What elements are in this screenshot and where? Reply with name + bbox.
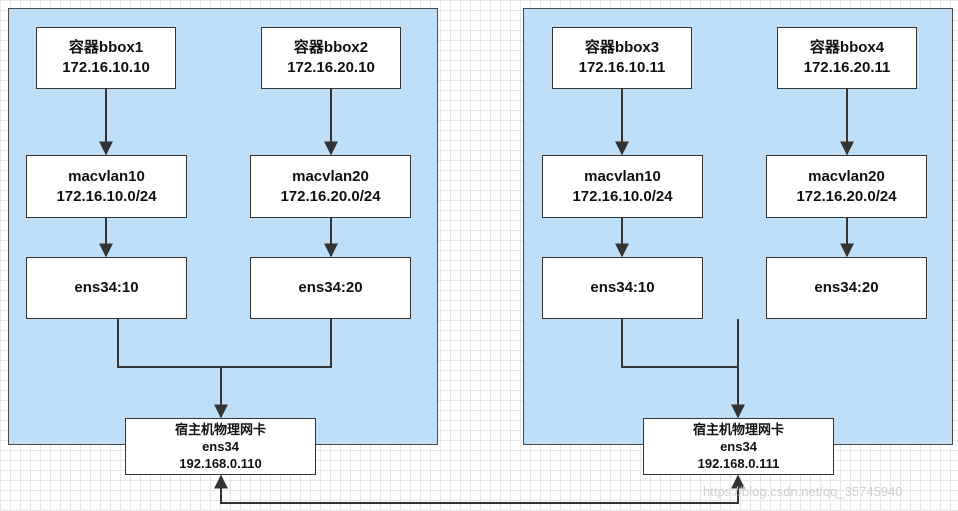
nic-ip: 192.168.0.111: [697, 456, 780, 471]
subif-name: ens34:10: [74, 279, 139, 296]
container-bbox4: 容器bbox4 172.16.20.11: [777, 27, 917, 89]
container-name: 容器bbox4: [809, 39, 885, 56]
physical-link: [214, 474, 745, 504]
container-bbox1: 容器bbox1 172.16.10.10: [36, 27, 176, 89]
nic-title: 宿主机物理网卡: [692, 422, 784, 437]
macvlan-subnet: 172.16.20.0/24: [796, 187, 897, 205]
macvlan-name: macvlan10: [68, 167, 145, 185]
container-name: 容器bbox1: [68, 39, 144, 56]
macvlan-name: macvlan20: [292, 167, 369, 185]
macvlan10-node: macvlan10 172.16.10.0/24: [542, 155, 703, 218]
macvlan10-node: macvlan10 172.16.10.0/24: [26, 155, 187, 218]
host-nic-1: 宿主机物理网卡 ens34 192.168.0.110: [125, 418, 316, 475]
macvlan20-node: macvlan20 172.16.20.0/24: [766, 155, 927, 218]
macvlan-subnet: 172.16.10.0/24: [56, 187, 157, 205]
macvlan-subnet: 172.16.20.0/24: [280, 187, 381, 205]
container-ip: 172.16.20.10: [287, 59, 375, 76]
link-subifs-host2: [621, 319, 739, 368]
macvlan-name: macvlan20: [808, 167, 885, 185]
macvlan-subnet: 172.16.10.0/24: [572, 187, 673, 205]
subif-ens34-20: ens34:20: [766, 257, 927, 319]
container-bbox2: 容器bbox2 172.16.20.10: [261, 27, 401, 89]
subif-ens34-10: ens34:10: [542, 257, 703, 319]
subif-name: ens34:10: [590, 279, 655, 296]
subif-ens34-10: ens34:10: [26, 257, 187, 319]
container-name: 容器bbox2: [293, 39, 369, 56]
nic-iface: ens34: [720, 439, 757, 454]
subif-name: ens34:20: [814, 279, 879, 296]
container-name: 容器bbox3: [584, 39, 660, 56]
subif-name: ens34:20: [298, 279, 363, 296]
macvlan-name: macvlan10: [584, 167, 661, 185]
container-ip: 172.16.20.11: [803, 59, 891, 76]
nic-ip: 192.168.0.110: [179, 456, 262, 471]
macvlan20-node: macvlan20 172.16.20.0/24: [250, 155, 411, 218]
container-ip: 172.16.10.10: [62, 59, 150, 76]
watermark: https://blog.csdn.net/qq_35745940: [703, 484, 903, 499]
link-subifs-host1: [117, 319, 332, 368]
container-bbox3: 容器bbox3 172.16.10.11: [552, 27, 692, 89]
nic-title: 宿主机物理网卡: [174, 422, 266, 437]
nic-iface: ens34: [202, 439, 239, 454]
host-nic-2: 宿主机物理网卡 ens34 192.168.0.111: [643, 418, 834, 475]
subif-ens34-20: ens34:20: [250, 257, 411, 319]
container-ip: 172.16.10.11: [578, 59, 666, 76]
